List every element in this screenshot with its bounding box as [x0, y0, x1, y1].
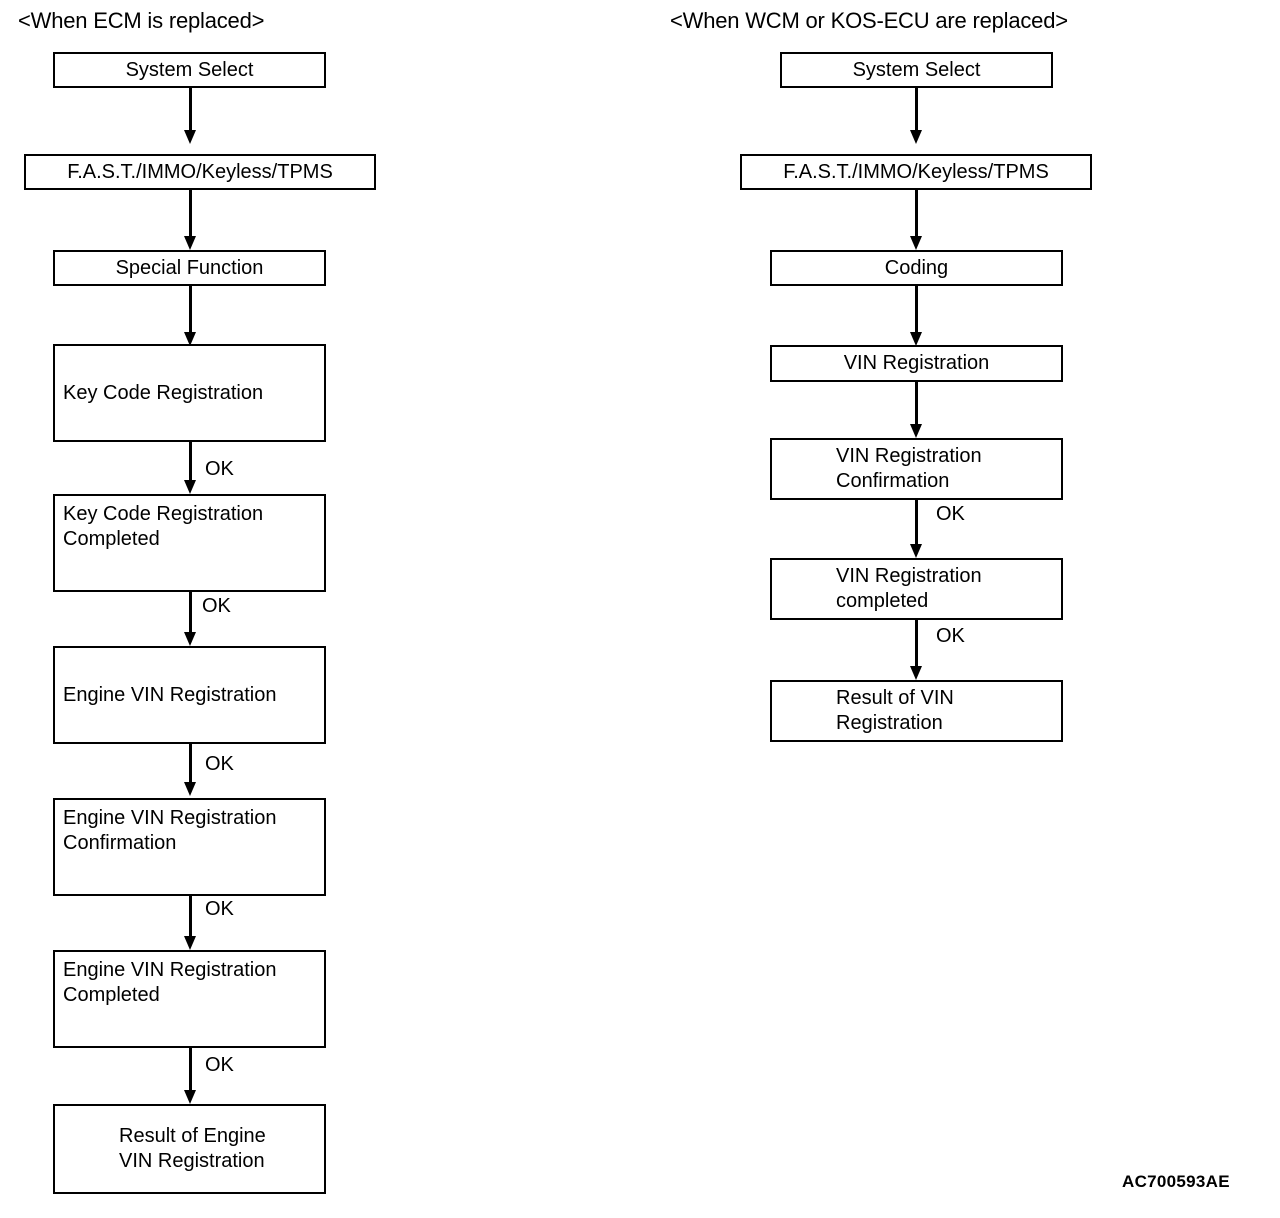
node-line: Engine VIN Registration: [63, 683, 277, 706]
node-system-select-ecm[interactable]: System Select: [53, 52, 326, 88]
node-line: Confirmation: [63, 832, 177, 854]
node-line: Key Code Registration: [63, 503, 264, 525]
edge-label-ok: OK: [205, 898, 234, 920]
node-line: F.A.S.T./IMMO/Keyless/TPMS: [67, 160, 333, 183]
node-line: Special Function: [115, 256, 264, 279]
node-engine-vin-registration-confirmation[interactable]: Engine VIN Registration Confirmation: [53, 798, 326, 896]
edge-label-ok: OK: [205, 1054, 234, 1076]
node-special-function[interactable]: Special Function: [53, 250, 326, 286]
edge-label-ok: OK: [205, 458, 234, 480]
column-title-wcm-kos-ecu: <When WCM or KOS-ECU are replaced>: [670, 8, 1068, 33]
node-line: Result of VIN: [836, 687, 954, 709]
node-line: Coding: [884, 256, 949, 279]
node-fast-immo-keyless-tpms-wcm[interactable]: F.A.S.T./IMMO/Keyless/TPMS: [740, 154, 1092, 190]
node-system-select-wcm[interactable]: System Select: [780, 52, 1053, 88]
node-key-code-registration-completed[interactable]: Key Code Registration Completed: [53, 494, 326, 592]
node-line: Completed: [63, 528, 160, 550]
node-coding[interactable]: Coding: [770, 250, 1063, 286]
node-line: Registration: [836, 712, 943, 734]
edge-label-ok: OK: [202, 595, 231, 617]
node-line: Engine VIN Registration: [63, 807, 277, 829]
node-line: Result of Engine: [119, 1125, 266, 1147]
node-line: Key Code Registration: [63, 381, 264, 404]
node-engine-vin-registration-completed[interactable]: Engine VIN Registration Completed: [53, 950, 326, 1048]
node-vin-registration-completed[interactable]: VIN Registration completed: [770, 558, 1063, 620]
node-line: Engine VIN Registration: [63, 959, 277, 981]
edge-label-ok: OK: [936, 625, 965, 647]
figure-id-label: AC700593AE: [1122, 1172, 1230, 1191]
node-line: Completed: [63, 984, 160, 1006]
node-vin-registration[interactable]: VIN Registration: [770, 345, 1063, 382]
edge-label-ok: OK: [205, 753, 234, 775]
node-key-code-registration[interactable]: Key Code Registration: [53, 344, 326, 442]
node-line: VIN Registration: [843, 352, 990, 374]
node-fast-immo-keyless-tpms-ecm[interactable]: F.A.S.T./IMMO/Keyless/TPMS: [24, 154, 376, 190]
column-title-ecm: <When ECM is replaced>: [18, 8, 265, 33]
node-line: System Select: [125, 58, 254, 81]
node-line: VIN Registration: [836, 565, 982, 587]
node-result-of-engine-vin-registration[interactable]: Result of Engine VIN Registration: [53, 1104, 326, 1194]
edge-label-ok: OK: [936, 503, 965, 525]
node-line: completed: [836, 590, 929, 612]
node-line: VIN Registration: [836, 445, 982, 467]
node-engine-vin-registration[interactable]: Engine VIN Registration: [53, 646, 326, 744]
node-line: System Select: [852, 58, 981, 81]
node-line: Confirmation: [836, 470, 950, 492]
node-result-of-vin-registration[interactable]: Result of VIN Registration: [770, 680, 1063, 742]
node-line: VIN Registration: [119, 1150, 265, 1172]
node-line: F.A.S.T./IMMO/Keyless/TPMS: [783, 160, 1049, 183]
node-vin-registration-confirmation[interactable]: VIN Registration Confirmation: [770, 438, 1063, 500]
